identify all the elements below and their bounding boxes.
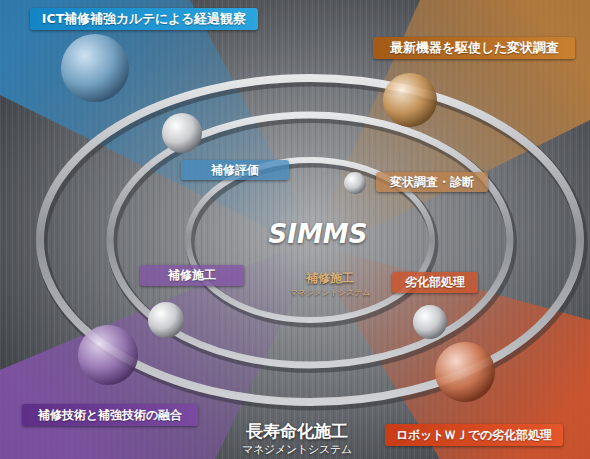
orange-sphere	[383, 73, 437, 127]
spheres	[61, 34, 495, 402]
blue-tag: 補修評価	[181, 160, 289, 180]
node-label: 最新機器を駆使した変状調査	[390, 40, 559, 57]
purple-sphere	[78, 325, 138, 385]
orange-tag: 変状調査・診断	[376, 172, 488, 192]
red-tag: 劣化部処理	[392, 272, 478, 293]
node-label: 劣化部処理	[405, 275, 465, 290]
node-label: 補修評価	[211, 163, 259, 178]
red-beam	[320, 250, 590, 459]
system-name: SIMMS	[269, 220, 368, 249]
purple-banner: 補修技術と補強技術の融合	[22, 404, 198, 426]
red-banner: ロボットＷＪでの劣化部処理	[385, 424, 563, 446]
blue-sphere	[61, 34, 129, 102]
bottom-subtitle: マネジメントシステム	[242, 444, 352, 456]
white-sphere	[413, 305, 447, 339]
red-sphere	[435, 342, 495, 402]
center-title: 補修施工	[306, 272, 354, 285]
bottom-title: 長寿命化施工	[246, 422, 348, 441]
node-label: 変状調査・診断	[390, 175, 474, 190]
blue-banner: ICT補修補強カルテによる経過観察	[30, 8, 258, 30]
node-label: ロボットＷＪでの劣化部処理	[396, 427, 552, 444]
node-label: 補修施工	[168, 268, 216, 283]
node-label: ICT補修補強カルテによる経過観察	[42, 11, 246, 28]
white-sphere	[344, 172, 366, 194]
white-sphere	[148, 302, 184, 338]
center-subtitle: マネジメントシステム	[290, 289, 370, 298]
purple-tag: 補修施工	[140, 265, 244, 286]
rings	[40, 78, 582, 405]
outer-ring	[40, 78, 580, 402]
node-label: 補修技術と補強技術の融合	[38, 407, 182, 424]
brown-banner: 最新機器を駆使した変状調査	[373, 37, 575, 59]
middle-ring	[110, 115, 510, 365]
white-sphere	[162, 113, 202, 153]
